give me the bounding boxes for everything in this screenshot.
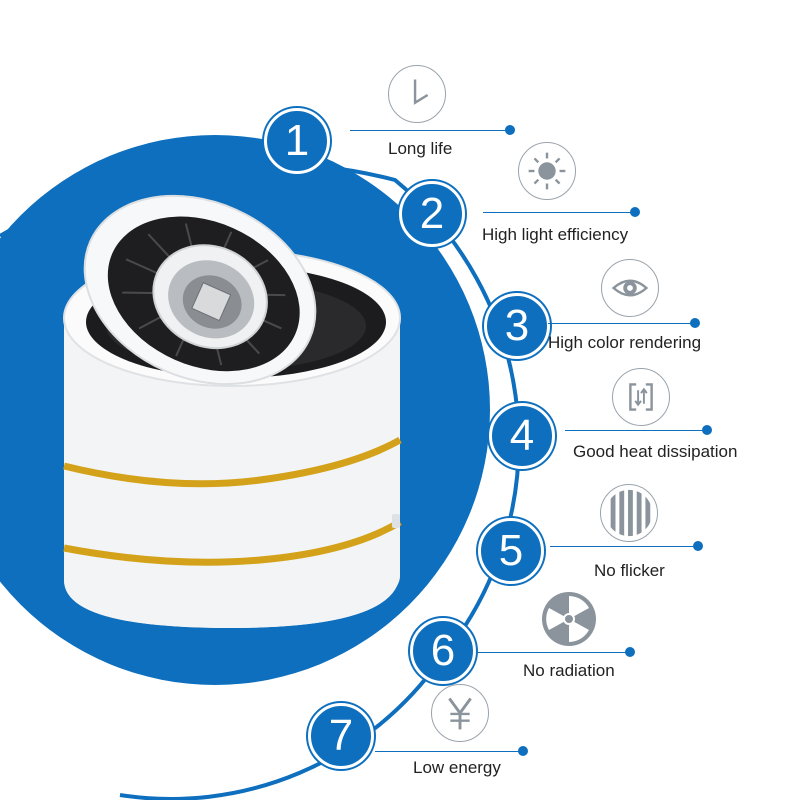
connector-line	[565, 430, 707, 431]
stripes-icon	[600, 484, 658, 542]
eye-icon	[601, 259, 659, 317]
clock-icon	[388, 65, 446, 123]
feature-number-6: 6	[410, 618, 476, 684]
feature-label: Good heat dissipation	[573, 442, 738, 461]
feature-number-1: 1	[264, 108, 330, 174]
connector-dot	[702, 425, 712, 435]
feature-label: High light efficiency	[482, 225, 629, 244]
connector-line	[548, 323, 696, 324]
feature-number-2: 2	[399, 181, 465, 247]
connector-dot	[690, 318, 700, 328]
connector-line	[478, 652, 630, 653]
connector-line	[350, 130, 510, 131]
feature-number-4: 4	[489, 403, 555, 469]
heat-dissipation-icon	[612, 368, 670, 426]
feature-label: No flicker	[594, 561, 665, 580]
yen-icon	[431, 684, 489, 742]
sun-icon	[518, 142, 576, 200]
downlight-product	[63, 194, 402, 628]
connector-line	[550, 546, 698, 547]
feature-label: High color rendering	[548, 333, 702, 352]
connector-dot	[630, 207, 640, 217]
feature-label: No radiation	[523, 661, 615, 680]
connector-line	[375, 751, 523, 752]
radiation-icon	[540, 590, 598, 648]
connector-line	[483, 212, 635, 213]
connector-dot	[693, 541, 703, 551]
connector-dot	[505, 125, 515, 135]
feature-label: Long life	[388, 139, 453, 158]
feature-number-7: 7	[308, 703, 374, 769]
connector-dot	[625, 647, 635, 657]
feature-number-3: 3	[484, 293, 550, 359]
connector-dot	[518, 746, 528, 756]
feature-label: Low energy	[413, 758, 501, 777]
feature-number-5: 5	[478, 518, 544, 584]
